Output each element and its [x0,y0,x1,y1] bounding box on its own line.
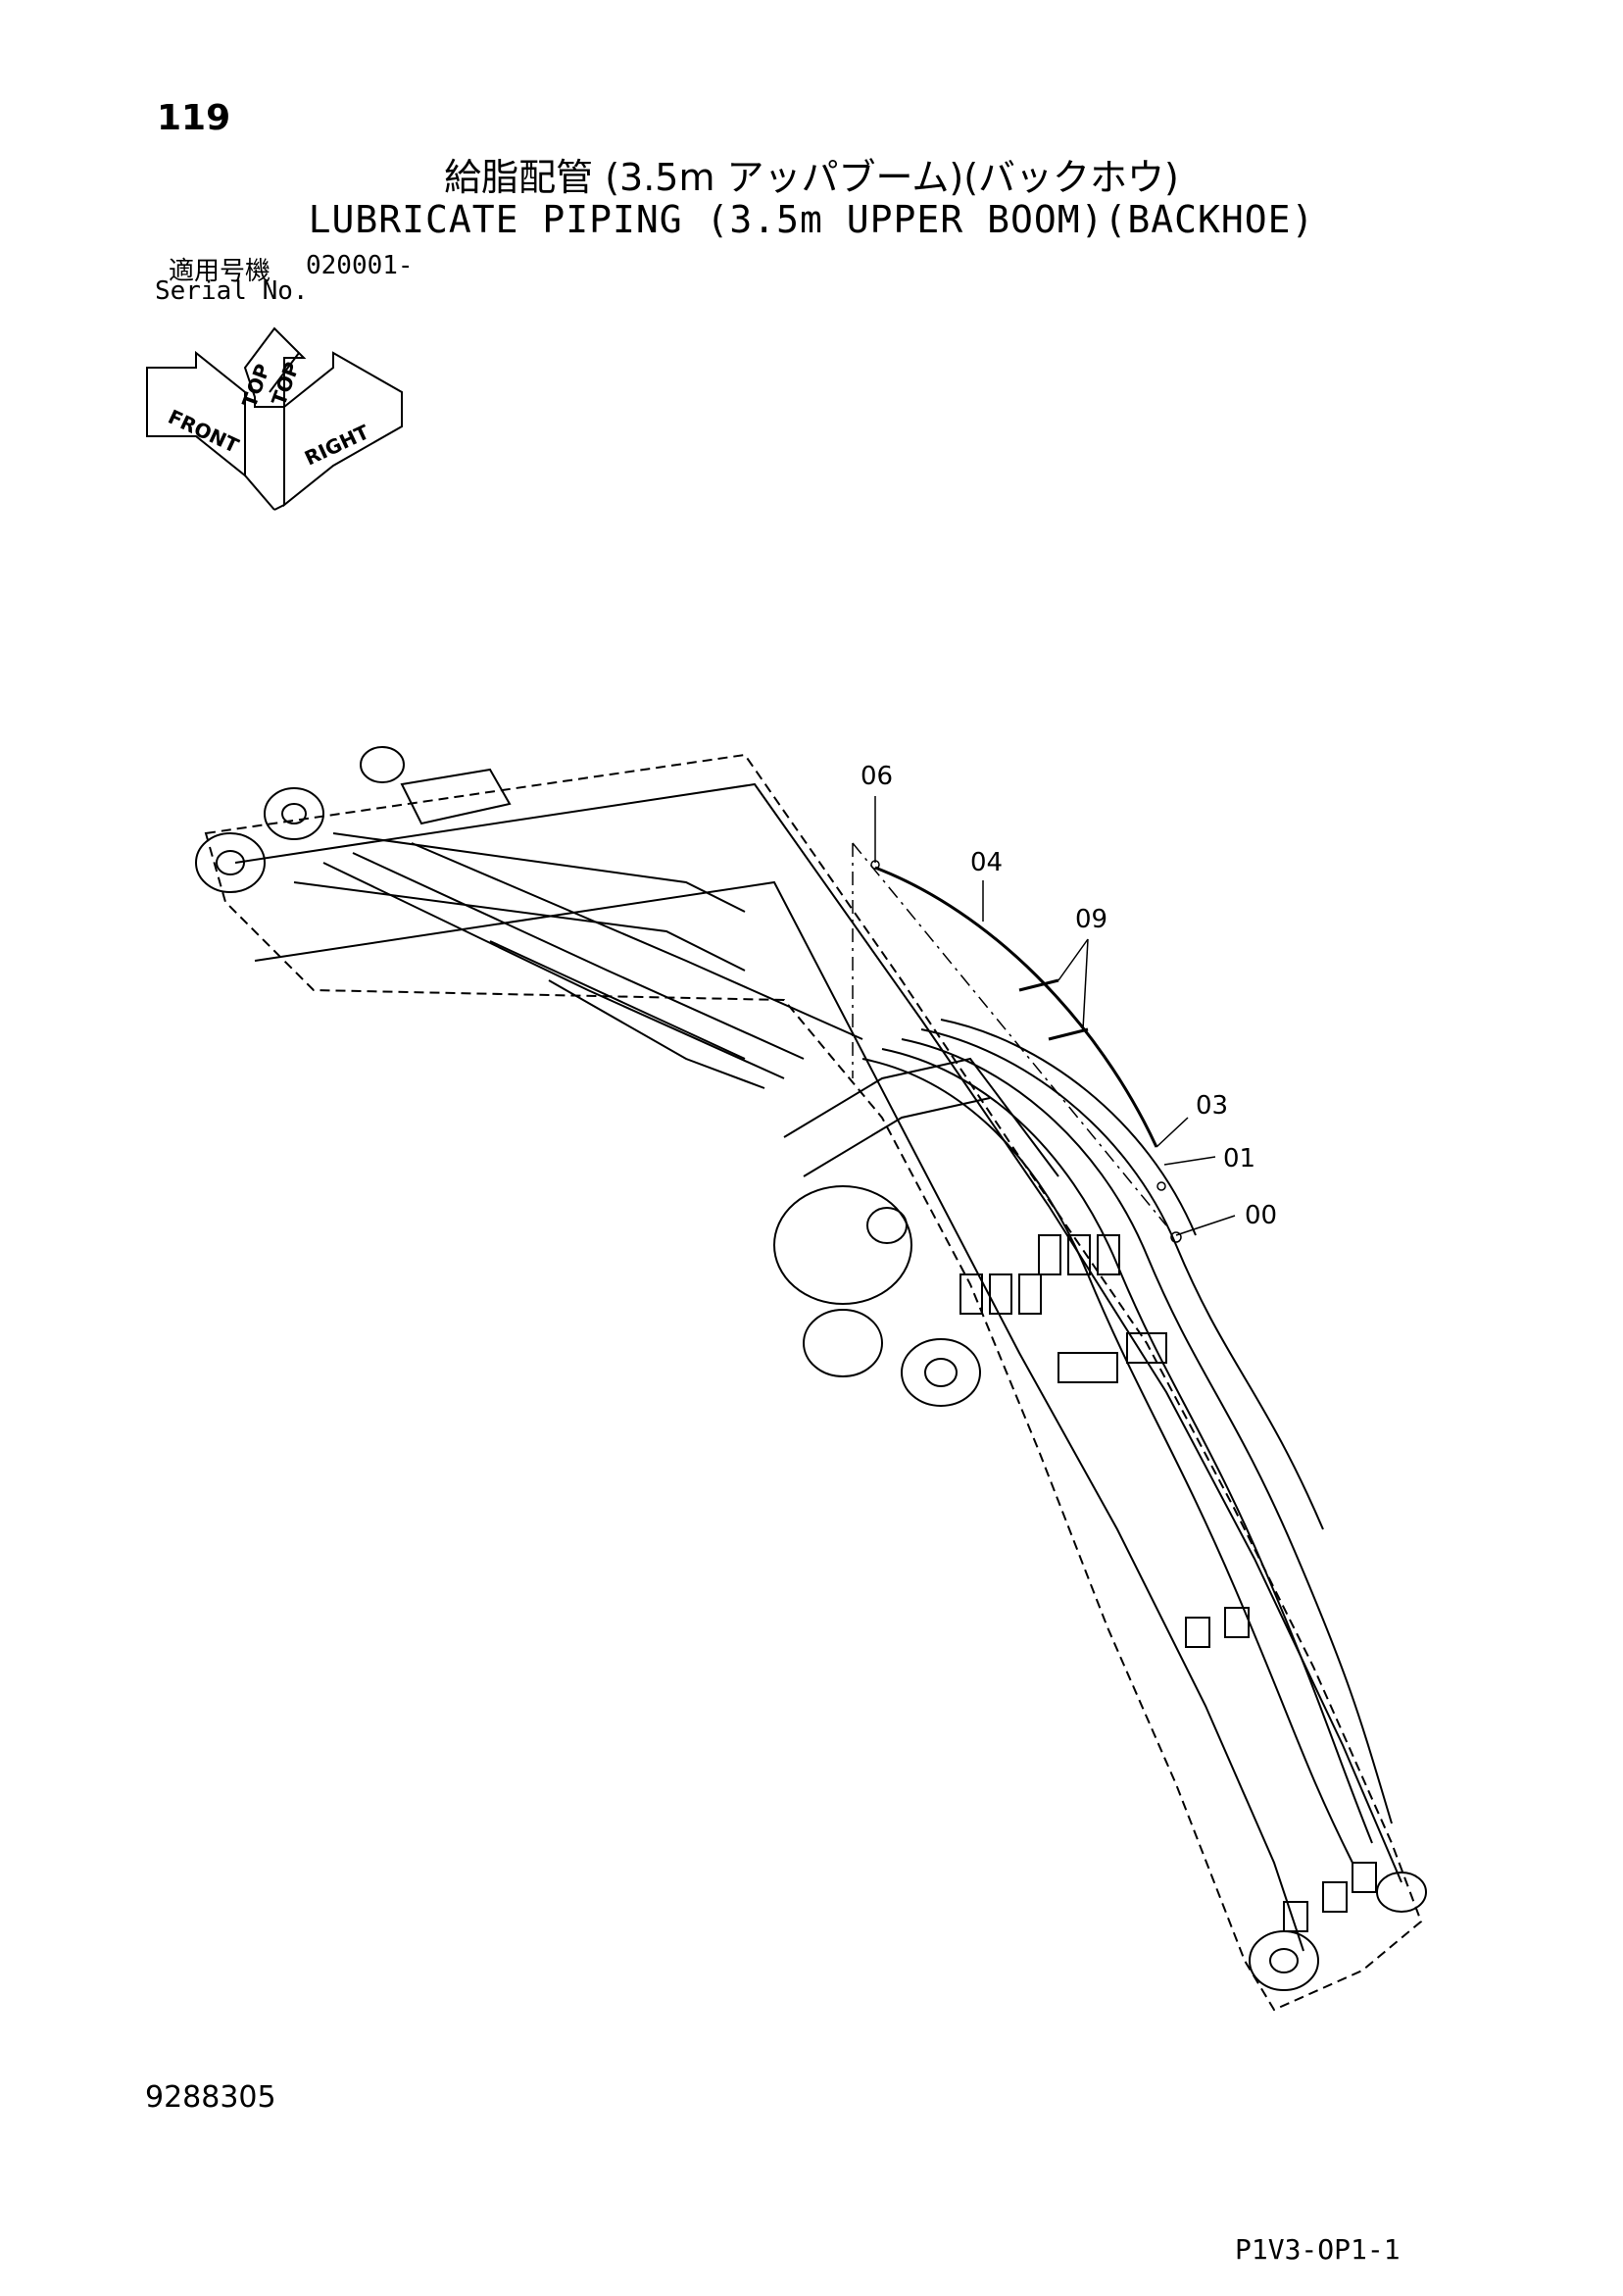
page-code: P1V3-OP1-1 [1235,2233,1401,2266]
callout-01: 01 [1223,1144,1255,1173]
title-japanese: 給脂配管 (3.5m アッパブーム)(バックホウ) [444,156,1179,199]
callout-03: 03 [1196,1091,1228,1121]
serial-number: 020001- [306,251,414,280]
serial-label-japanese: 適用号機 [169,257,271,286]
callout-09: 09 [1075,905,1107,934]
callout-06: 06 [861,762,893,791]
title-english: LUBRICATE PIPING (3.5m UPPER BOOM)(BACKH… [308,198,1315,241]
drawing-number: 9288305 [145,2080,276,2115]
orientation-indicator-icon: TOP TOP FRONT RIGHT [146,326,403,511]
callout-00: 00 [1245,1201,1277,1230]
serial-label-english: Serial No. [155,276,309,306]
callout-04: 04 [970,848,1003,877]
page-number: 119 [157,98,231,138]
